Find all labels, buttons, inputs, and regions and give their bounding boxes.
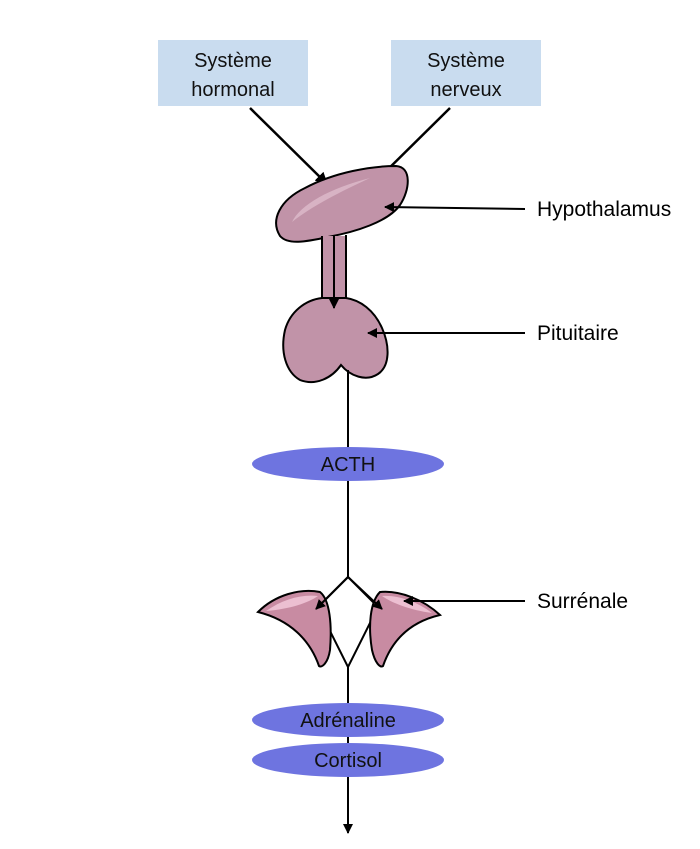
- adrenal-gland-left: [256, 589, 332, 668]
- label-hypothalamus: Hypothalamus: [537, 198, 671, 221]
- hormone-label-adrenaline: Adrénaline: [300, 710, 396, 732]
- label-pituitaire: Pituitaire: [537, 322, 619, 345]
- pointer-hypothalamus: [384, 202, 526, 213]
- arrow-hormonal-to-hypothalamus: [249, 107, 328, 185]
- source-box-hormonal-line1: Système: [194, 50, 272, 72]
- pituitary-gland: [282, 297, 389, 384]
- hormone-label-acth: ACTH: [321, 454, 375, 476]
- arrow-to-right-adrenal: [347, 576, 383, 610]
- source-box-nerveux-line1: Système: [427, 50, 505, 72]
- hormone-label-cortisol: Cortisol: [314, 750, 382, 772]
- source-box-hormonal: Système hormonal: [158, 40, 308, 106]
- source-box-nerveux-line2: nerveux: [430, 79, 501, 101]
- hormone-pill-cortisol: Cortisol: [252, 743, 444, 777]
- arrow-to-left-adrenal: [315, 576, 349, 610]
- hypothalamus-gland: [275, 164, 409, 243]
- hormone-pill-adrenaline: Adrénaline: [252, 703, 444, 737]
- adrenal-gland-right: [369, 590, 443, 668]
- source-box-hormonal-line2: hormonal: [191, 79, 274, 101]
- source-box-nerveux: Système nerveux: [391, 40, 541, 106]
- label-surrenale: Surrénale: [537, 590, 628, 613]
- hormone-pill-acth: ACTH: [252, 447, 444, 481]
